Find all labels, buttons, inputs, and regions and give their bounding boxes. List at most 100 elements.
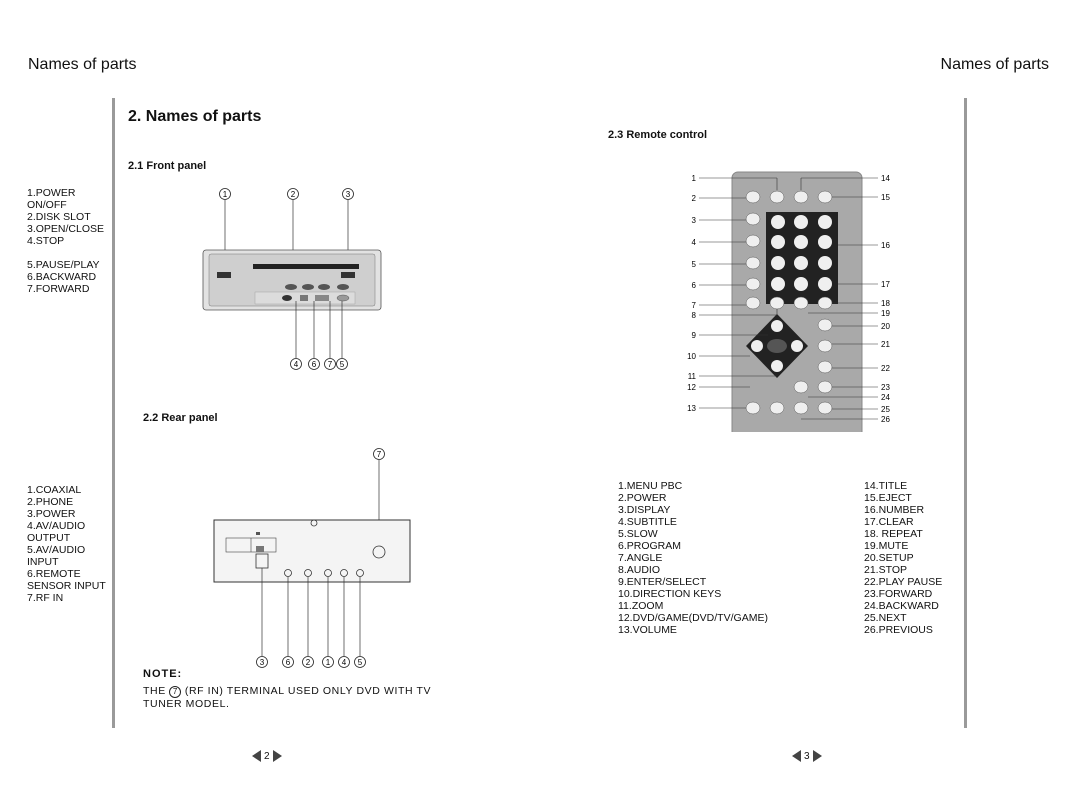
remote-callout-22: 22 — [881, 364, 890, 373]
remote-callout-13: 13 — [687, 404, 696, 413]
front-callout-6: 6 — [312, 360, 317, 369]
list-item: 16.NUMBER — [864, 504, 925, 516]
list-item: 2.POWER — [618, 492, 667, 504]
remote-callout-10: 10 — [687, 352, 696, 361]
remote-callout-21: 21 — [881, 340, 890, 349]
list-item: 9.ENTER/SELECT — [618, 576, 707, 588]
list-item: SENSOR INPUT — [27, 580, 106, 592]
front-callout-2: 2 — [291, 190, 296, 199]
remote-callout-26: 26 — [881, 415, 890, 424]
remote-callout-25: 25 — [881, 405, 890, 414]
remote-callout-4: 4 — [692, 238, 697, 247]
rear-callout-4: 4 — [342, 658, 347, 667]
front-callout-1: 1 — [223, 190, 228, 199]
list-item: 4.SUBTITLE — [618, 516, 677, 528]
rear-panel-diagram: 7 3 6 2 1 4 5 — [213, 448, 411, 668]
remote-callout-16: 16 — [881, 241, 890, 250]
note-text: THE — [143, 685, 166, 697]
list-item: 7.FORWARD — [27, 283, 90, 295]
list-item: 20.SETUP — [864, 552, 914, 564]
list-item: 12.DVD/GAME(DVD/TV/GAME) — [618, 612, 768, 624]
left-page-header: Names of parts — [28, 56, 137, 73]
list-item: 3.POWER — [27, 508, 76, 520]
note-text: TUNER MODEL. — [143, 698, 230, 710]
rear-callout-7: 7 — [377, 450, 382, 459]
note-title: NOTE: — [143, 668, 183, 680]
left-margin-rule — [112, 98, 115, 728]
remote-heading: 2.3 Remote control — [608, 129, 708, 141]
list-item: 3.OPEN/CLOSE — [27, 223, 105, 235]
remote-callout-14: 14 — [881, 174, 890, 183]
rear-callout-3: 3 — [260, 658, 265, 667]
rf-in-callout: 7 — [169, 686, 182, 698]
list-item: 23.FORWARD — [864, 588, 933, 600]
list-item: 19.MUTE — [864, 540, 909, 552]
remote-callout-18: 18 — [881, 299, 890, 308]
list-item: 5.AV/AUDIO — [27, 544, 86, 556]
prev-page-arrow-icon[interactable] — [252, 750, 261, 762]
right-margin-rule — [964, 98, 967, 728]
list-item: 6.BACKWARD — [27, 271, 97, 283]
list-item: 15.EJECT — [864, 492, 912, 504]
list-item: 5.SLOW — [618, 528, 658, 540]
list-item: 24.BACKWARD — [864, 600, 939, 612]
rear-callout-1: 1 — [326, 658, 331, 667]
rear-callout-5: 5 — [358, 658, 363, 667]
remote-callout-9: 9 — [692, 331, 697, 340]
front-panel-diagram: 1 2 3 4 6 7 5 — [202, 188, 382, 370]
list-item: 4.STOP — [27, 235, 65, 247]
remote-callout-7: 7 — [692, 301, 697, 310]
remote-list-left: 1.MENU PBC 2.POWER 3.DISPLAY 4.SUBTITLE … — [618, 480, 768, 636]
prev-page-arrow-icon[interactable] — [792, 750, 801, 762]
list-item: 25.NEXT — [864, 612, 907, 624]
front-panel-heading: 2.1 Front panel — [128, 160, 207, 172]
remote-list-right: 14.TITLE 15.EJECT 16.NUMBER 17.CLEAR 18.… — [864, 480, 942, 636]
remote-callout-19: 19 — [881, 309, 890, 318]
front-callout-4: 4 — [294, 360, 299, 369]
remote-callout-2: 2 — [692, 194, 697, 203]
page-number: 2 — [264, 750, 270, 762]
list-item: 10.DIRECTION KEYS — [618, 588, 722, 600]
next-page-arrow-icon[interactable] — [272, 750, 282, 762]
list-item: 4.AV/AUDIO — [27, 520, 86, 532]
remote-callout-23: 23 — [881, 383, 890, 392]
list-item: 6.REMOTE — [27, 568, 81, 580]
note-body: THE 7 (RF IN) TERMINAL USED ONLY DVD WIT… — [143, 685, 431, 711]
rear-callout-6: 6 — [286, 658, 291, 667]
remote-callout-11: 11 — [688, 372, 697, 381]
front-callout-7: 7 — [328, 360, 333, 369]
remote-callout-15: 15 — [881, 193, 890, 202]
left-page-pager: 2 — [252, 750, 282, 762]
list-item: 1.MENU PBC — [618, 480, 683, 492]
remote-callout-20: 20 — [881, 322, 890, 331]
front-callout-3: 3 — [346, 190, 351, 199]
list-item: 6.PROGRAM — [618, 540, 682, 552]
list-item: 26.PREVIOUS — [864, 624, 933, 636]
list-item: 7.RF IN — [27, 592, 64, 604]
list-item: 17.CLEAR — [864, 516, 914, 528]
list-item: 2.DISK SLOT — [27, 211, 91, 223]
list-item: OUTPUT — [27, 532, 71, 544]
rear-panel-list: 1.COAXIAL 2.PHONE 3.POWER 4.AV/AUDIO OUT… — [27, 484, 106, 604]
remote-callout-24: 24 — [881, 393, 890, 402]
list-item: 14.TITLE — [864, 480, 908, 492]
front-callout-5: 5 — [340, 360, 345, 369]
list-item: 11.ZOOM — [618, 600, 664, 612]
remote-callout-5: 5 — [692, 260, 697, 269]
list-item: 5.PAUSE/PLAY — [27, 259, 100, 271]
remote-callout-8: 8 — [692, 311, 697, 320]
remote-callout-12: 12 — [687, 383, 696, 392]
list-item: 13.VOLUME — [618, 624, 677, 636]
list-item: 1.COAXIAL — [27, 484, 82, 496]
list-item: 21.STOP — [864, 564, 907, 576]
list-item: 2.PHONE — [27, 496, 74, 508]
remote-callout-17: 17 — [881, 280, 890, 289]
list-item: 1.POWER — [27, 187, 76, 199]
list-item: 8.AUDIO — [618, 564, 661, 576]
remote-callout-3: 3 — [692, 216, 697, 225]
next-page-arrow-icon[interactable] — [812, 750, 822, 762]
list-item: 18. REPEAT — [864, 528, 923, 540]
remote-diagram: 1 2 3 4 5 6 7 8 9 10 11 12 13 14 15 16 1… — [687, 171, 890, 432]
section-title: 2. Names of parts — [128, 108, 262, 125]
list-item: 22.PLAY PAUSE — [864, 576, 943, 588]
